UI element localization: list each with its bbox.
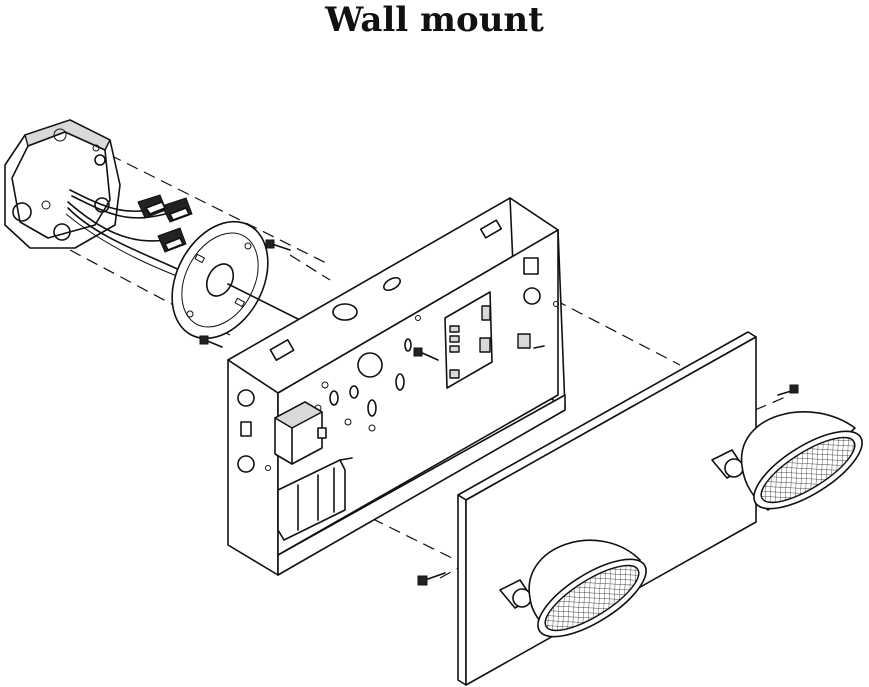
wires-and-wire-nuts — [65, 189, 201, 286]
round-mounting-plate — [171, 220, 301, 340]
transformer — [274, 401, 327, 465]
faceplate-screws — [417, 384, 799, 586]
lamp-head-left — [499, 539, 647, 638]
diagram-title: Wall mount — [325, 0, 544, 40]
plate-screws — [199, 239, 291, 348]
lamp-head-right — [711, 411, 863, 511]
battery-pack — [277, 457, 353, 541]
circuit-board — [413, 291, 545, 389]
octagon-junction-box — [4, 119, 121, 249]
